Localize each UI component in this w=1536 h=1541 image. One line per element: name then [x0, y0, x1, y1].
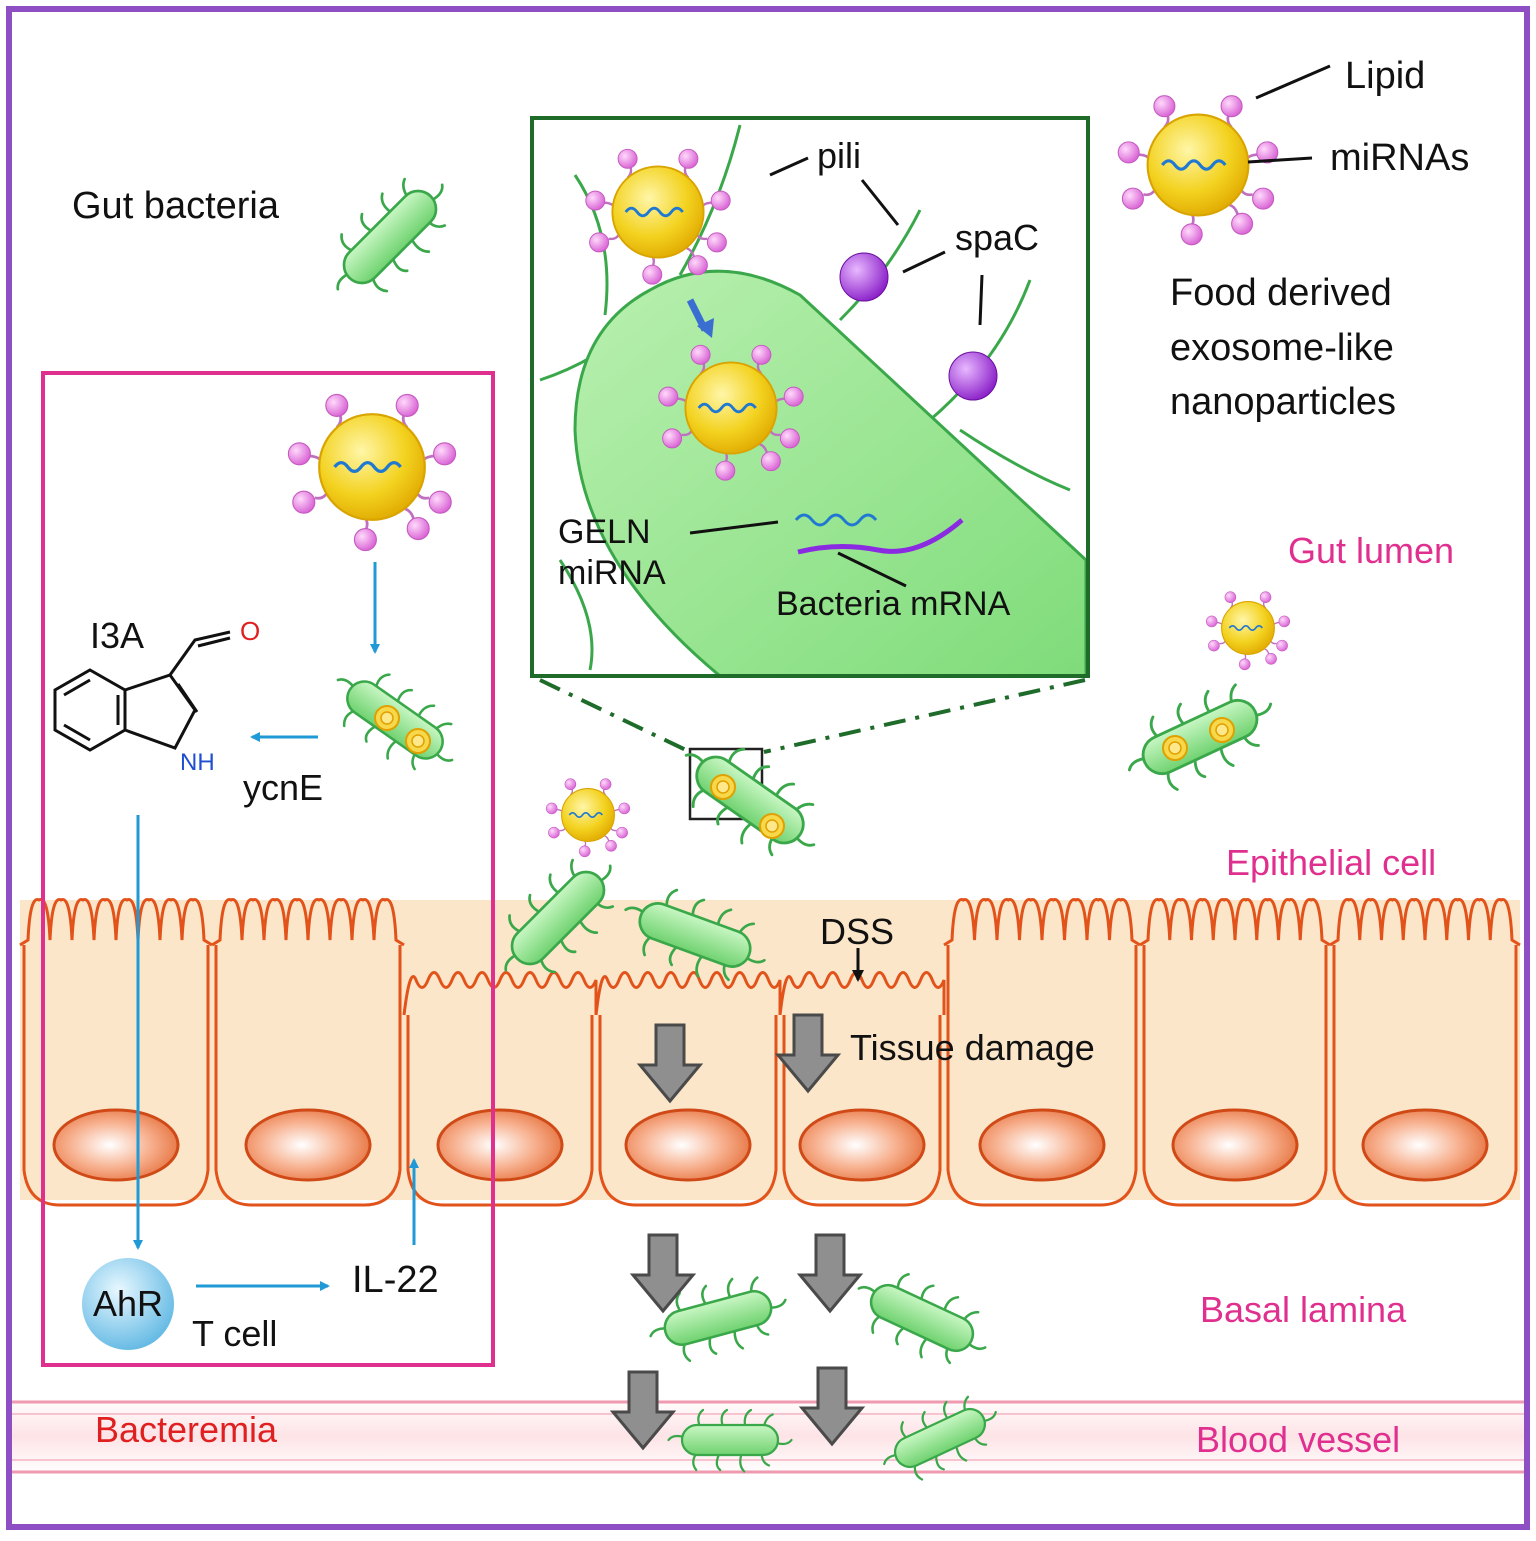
label-blood-vessel: Blood vessel	[1196, 1419, 1400, 1460]
inner-nanoparticle	[405, 728, 431, 754]
cell-apical-border	[19, 898, 213, 947]
label-tissue-damage: Tissue damage	[850, 1027, 1095, 1068]
inner-nanoparticle	[759, 813, 785, 839]
inner-nanoparticle	[374, 705, 400, 731]
label-bacteria-mrna: Bacteria mRNA	[776, 585, 1011, 623]
label-dss: DSS	[820, 911, 894, 952]
label-food-derived-1: Food derived	[1170, 272, 1392, 314]
indole-double-bonds	[63, 678, 120, 742]
aldehyde-double	[197, 636, 231, 648]
cell-wall	[22, 945, 210, 1207]
inner-nanoparticle	[1209, 717, 1235, 743]
spac-sphere	[948, 351, 998, 401]
cell-wall	[214, 945, 402, 1207]
ahr-circle	[82, 1258, 174, 1350]
leader-lipid	[1255, 64, 1331, 100]
cell-nucleus	[624, 1108, 752, 1182]
spac-sphere	[839, 252, 889, 302]
label-food-derived-3: nanoparticles	[1170, 381, 1396, 423]
pathway-box	[41, 371, 495, 1367]
indole-pyrrole-double	[176, 683, 199, 713]
cell-apical-border	[594, 971, 782, 1016]
cell-nucleus	[436, 1108, 564, 1182]
cell-apical-border	[211, 898, 405, 947]
label-lipid: Lipid	[1345, 55, 1425, 97]
cell-wall	[1332, 945, 1518, 1207]
leader-spac	[902, 250, 946, 274]
cell-nucleus	[244, 1108, 372, 1182]
cell-nucleus	[1171, 1108, 1299, 1182]
aldehyde-chain	[168, 630, 231, 676]
leader-geln	[689, 520, 779, 535]
label-i3a: I3A	[90, 615, 144, 656]
cell-nucleus	[1361, 1108, 1489, 1182]
zoom-lines	[539, 678, 1086, 754]
label-bacteremia: Bacteremia	[95, 1409, 278, 1450]
dynamic-graphics	[53, 64, 1331, 1494]
label-basal-lamina: Basal lamina	[1200, 1289, 1407, 1330]
label-il22: IL-22	[352, 1259, 439, 1301]
cell-apical-border	[943, 898, 1141, 947]
cell-apical-border	[1139, 898, 1331, 947]
leader-pili	[769, 156, 809, 177]
inner-nanoparticle	[1162, 735, 1188, 761]
cell-apical-border	[1329, 898, 1521, 947]
label-geln-1: GELN	[558, 513, 651, 551]
label-ycne: ycnE	[243, 767, 323, 808]
bacteria-mrna-strand	[797, 518, 964, 555]
cell-nucleus	[52, 1108, 180, 1182]
label-oxygen: O	[240, 616, 260, 646]
leader-spac	[978, 274, 984, 326]
cell-wall	[598, 1015, 778, 1207]
epithelial-layer	[19, 898, 1521, 1207]
geln-mirna-strand	[794, 513, 878, 527]
cell-wall	[1142, 945, 1328, 1207]
leader-mirnas	[1247, 156, 1313, 164]
label-t-cell: T cell	[192, 1313, 277, 1354]
label-gut-lumen: Gut lumen	[1288, 530, 1454, 571]
label-geln-2: miRNA	[558, 554, 666, 592]
label-nh: NH	[180, 749, 215, 776]
cell-wall	[406, 1015, 594, 1207]
leader-pili-spac	[860, 179, 900, 226]
label-spac: spaC	[955, 217, 1039, 258]
label-pili: pili	[817, 135, 861, 176]
cell-wall	[782, 1015, 942, 1207]
label-gut-bacteria: Gut bacteria	[72, 185, 280, 227]
label-epithelial-cell: Epithelial cell	[1226, 842, 1436, 883]
cell-nucleus	[798, 1108, 926, 1182]
inner-nanoparticle	[710, 774, 736, 800]
label-mirnas: miRNAs	[1330, 137, 1469, 179]
entry-arrowhead	[697, 318, 714, 338]
label-ahr: AhR	[93, 1283, 163, 1324]
cell-wall	[946, 945, 1138, 1207]
leader-mrna	[837, 551, 907, 588]
label-food-derived-2: exosome-like	[1170, 327, 1394, 369]
cell-apical-border	[402, 971, 598, 1016]
cell-nucleus	[978, 1108, 1106, 1182]
